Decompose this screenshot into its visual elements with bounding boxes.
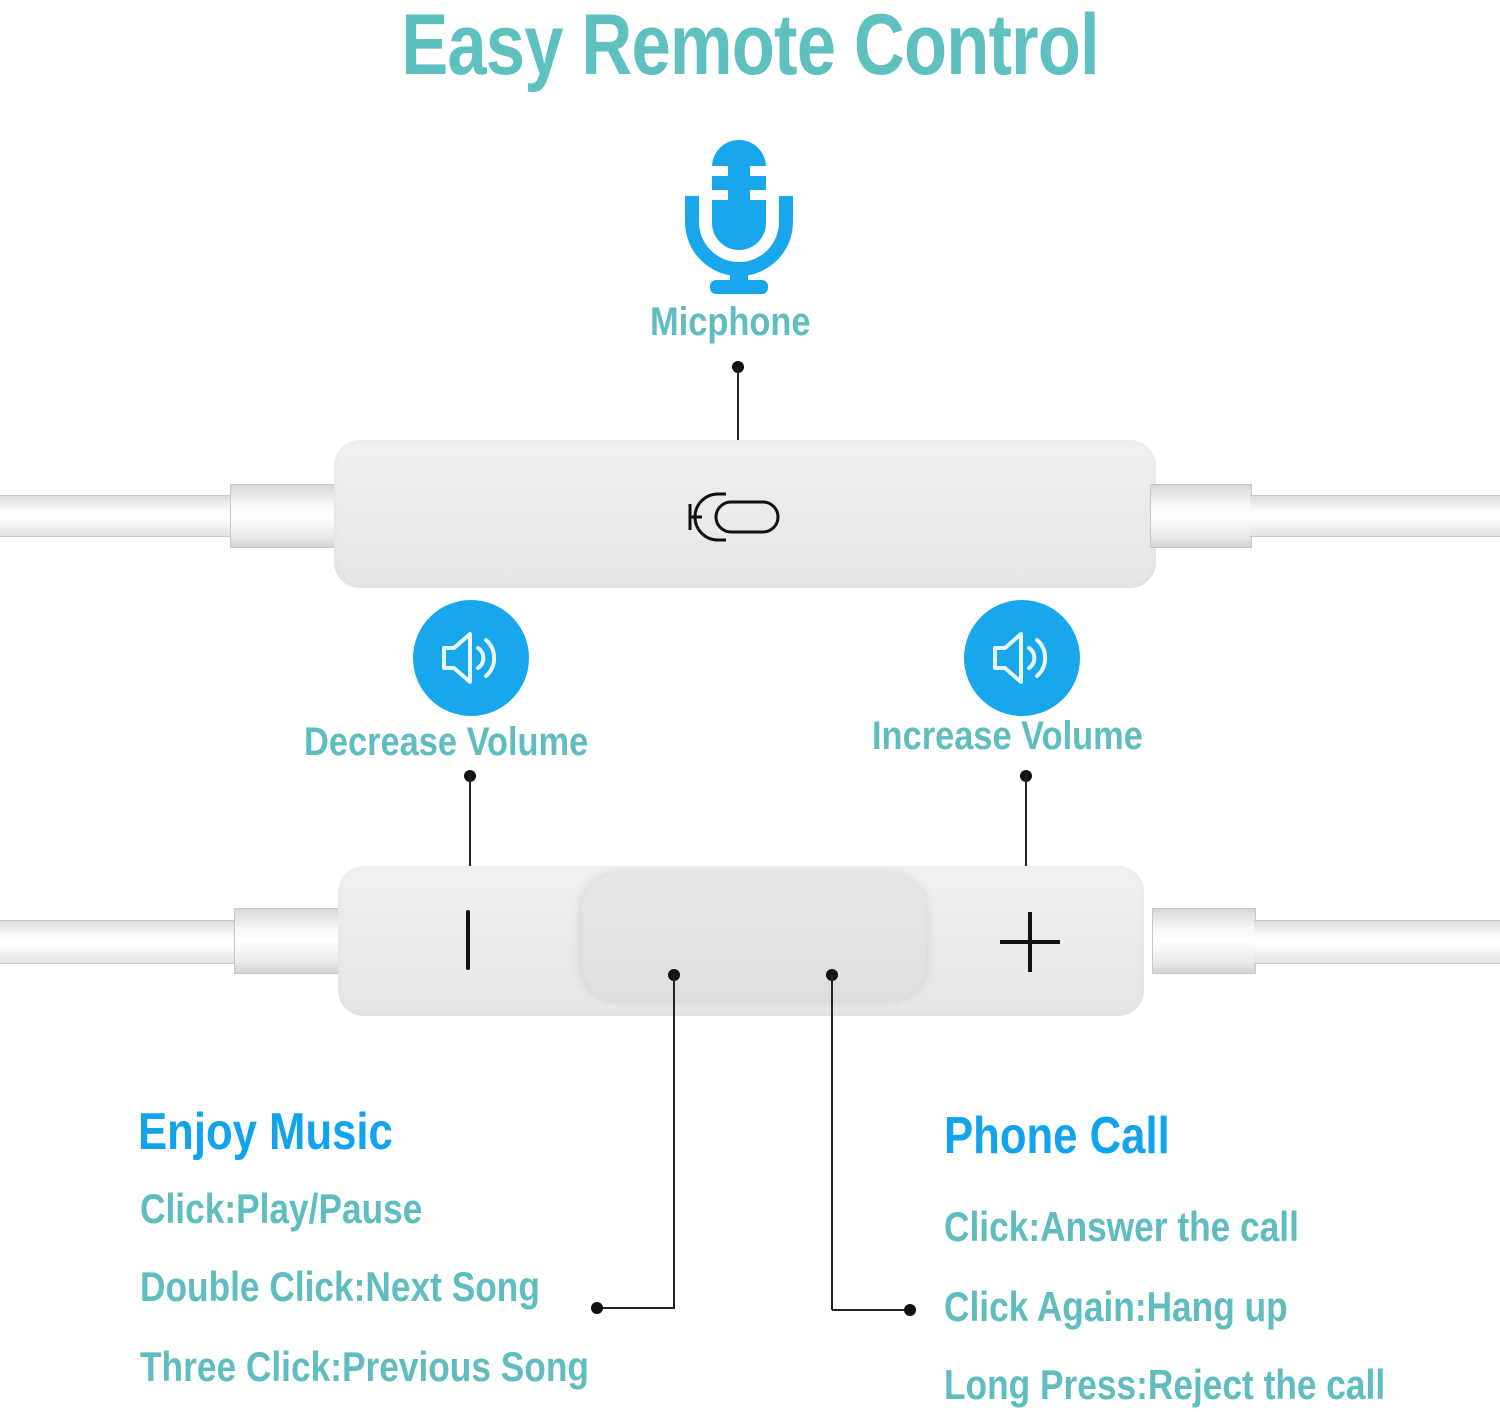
play-pause-button[interactable] <box>582 873 926 1001</box>
connector-dot <box>904 1304 916 1316</box>
connector-line <box>1025 776 1027 881</box>
connector-line <box>673 975 675 1308</box>
microphone-icon <box>685 140 793 294</box>
decrease-volume-label: Decrease Volume <box>304 720 589 764</box>
connector-line <box>469 776 471 881</box>
microphone-label: Micphone <box>650 300 811 344</box>
cable-left <box>0 495 240 537</box>
music-item: Double Click:Next Song <box>140 1263 540 1310</box>
cable-ferrule-left <box>234 908 342 974</box>
mic-hole-icon <box>688 492 780 542</box>
plus-icon[interactable] <box>1000 912 1060 972</box>
music-item: Three Click:Previous Song <box>140 1343 589 1390</box>
cable-ferrule-right <box>1150 484 1252 548</box>
speaker-icon <box>442 632 497 684</box>
cable-left <box>0 920 245 964</box>
call-item: Click Again:Hang up <box>944 1283 1288 1330</box>
speaker-icon <box>993 632 1048 684</box>
page-title: Easy Remote Control <box>401 0 1099 93</box>
connector-line <box>737 367 739 470</box>
music-item: Click:Play/Pause <box>140 1185 423 1232</box>
cable-ferrule-left <box>230 484 340 548</box>
connector-line <box>832 1309 910 1311</box>
cable-right <box>1254 920 1500 964</box>
remote-body-top <box>334 440 1156 588</box>
connector-line <box>831 975 833 1310</box>
call-item: Long Press:Reject the call <box>944 1361 1386 1408</box>
music-heading: Enjoy Music <box>138 1103 393 1161</box>
increase-volume-label: Increase Volume <box>872 714 1143 758</box>
connector-line <box>597 1307 675 1309</box>
cable-right <box>1250 495 1500 537</box>
call-heading: Phone Call <box>944 1107 1170 1165</box>
minus-icon[interactable] <box>466 910 470 970</box>
call-item: Click:Answer the call <box>944 1203 1299 1250</box>
cable-ferrule-right <box>1152 908 1256 974</box>
connector-dot <box>591 1302 603 1314</box>
